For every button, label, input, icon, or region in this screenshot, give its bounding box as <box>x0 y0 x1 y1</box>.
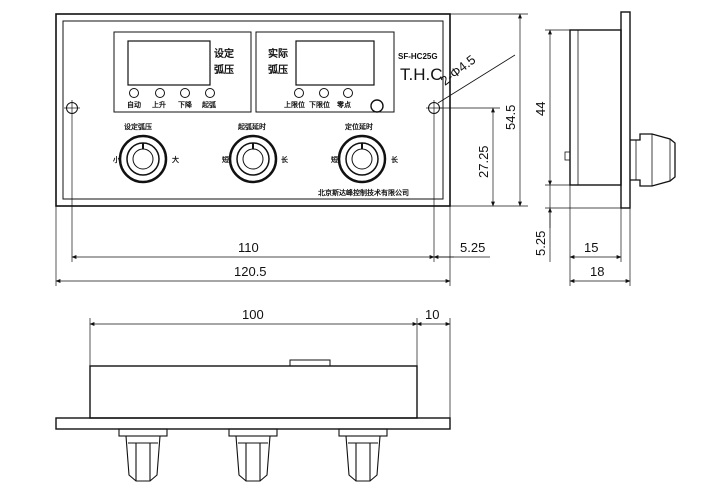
button-label-zero: 零点 <box>336 100 351 109</box>
dim-side-5-25: 5.25 <box>533 231 548 256</box>
bottom-plate <box>55 417 451 430</box>
display-screen-left <box>127 40 211 86</box>
knob-left-label: 小 <box>112 155 120 164</box>
button-down <box>180 88 190 98</box>
reset-knob <box>370 99 384 113</box>
bottom-view <box>55 359 451 482</box>
front-view: 设定 弧压 自动 上升 下降 起弧 实际 弧压 上限位 下限位 零点 SF-HC… <box>55 13 516 207</box>
display-left-label-2: 弧压 <box>214 63 234 76</box>
front-dimensions <box>55 13 528 286</box>
knob-left-label: 短 <box>222 155 229 164</box>
button-zero <box>343 88 353 98</box>
dim-44: 44 <box>533 102 548 116</box>
button-label-lower-limit: 下限位 <box>309 100 330 109</box>
button-auto <box>129 88 139 98</box>
button-lower-limit <box>319 88 329 98</box>
display-right-label-2: 弧压 <box>268 63 288 76</box>
knob-set-voltage: 设定弧压 小 大 <box>112 122 179 184</box>
side-front-plate <box>620 11 631 209</box>
dim-54-5: 54.5 <box>503 105 518 130</box>
button-label-auto: 自动 <box>127 100 141 109</box>
front-plate-outer <box>55 13 451 207</box>
button-label-down: 下降 <box>178 100 193 109</box>
side-knob <box>630 133 676 187</box>
model-label: SF-HC25G <box>398 52 438 61</box>
knob-title: 定位延时 <box>345 122 373 131</box>
company-label: 北京斯达峰控制技术有限公司 <box>318 188 409 197</box>
button-arc <box>205 88 215 98</box>
bottom-knob-2 <box>228 428 278 482</box>
display-right-label-1: 实际 <box>268 47 288 60</box>
side-view <box>564 11 676 209</box>
hole-note: 2-Φ4.5 <box>438 52 479 88</box>
dim-18: 18 <box>590 264 604 279</box>
dim-120-5: 120.5 <box>234 264 267 279</box>
mount-hole-right <box>426 100 442 116</box>
bottom-dimensions <box>89 318 451 418</box>
knob-right-label: 长 <box>391 155 399 164</box>
knob-position-delay: 定位延时 短 长 <box>331 122 399 184</box>
side-dimensions <box>545 29 631 286</box>
knob-title: 设定弧压 <box>124 122 152 131</box>
dim-27-25: 27.25 <box>476 145 491 178</box>
bottom-body <box>89 365 418 419</box>
button-label-up: 上升 <box>152 100 166 109</box>
knob-right-label: 长 <box>281 155 289 164</box>
bottom-knob-1 <box>118 428 168 482</box>
display-panel-right <box>255 31 395 113</box>
brand-label: T.H.C <box>400 65 443 84</box>
front-plate-inner <box>62 20 444 200</box>
dim-110: 110 <box>238 240 259 255</box>
hole-leader <box>437 54 516 104</box>
button-up <box>155 88 165 98</box>
button-label-upper-limit: 上限位 <box>284 100 305 109</box>
dim-15: 15 <box>584 240 598 255</box>
side-body <box>569 29 622 186</box>
dim-5-25: 5.25 <box>460 240 485 255</box>
bottom-knob-3 <box>338 428 388 482</box>
display-panel-left <box>113 31 252 113</box>
dim-100: 100 <box>242 307 264 322</box>
knob-arc-delay: 起弧延时 短 长 <box>222 122 289 184</box>
bottom-tab <box>289 359 331 367</box>
button-upper-limit <box>294 88 304 98</box>
display-screen-right <box>295 40 375 86</box>
button-label-arc: 起弧 <box>201 100 216 109</box>
knob-left-label: 短 <box>331 155 338 164</box>
knob-right-label: 大 <box>172 155 179 164</box>
mount-hole-left <box>64 100 80 116</box>
knob-title: 起弧延时 <box>237 122 266 131</box>
dim-10: 10 <box>425 307 439 322</box>
display-left-label-1: 设定 <box>214 47 234 60</box>
